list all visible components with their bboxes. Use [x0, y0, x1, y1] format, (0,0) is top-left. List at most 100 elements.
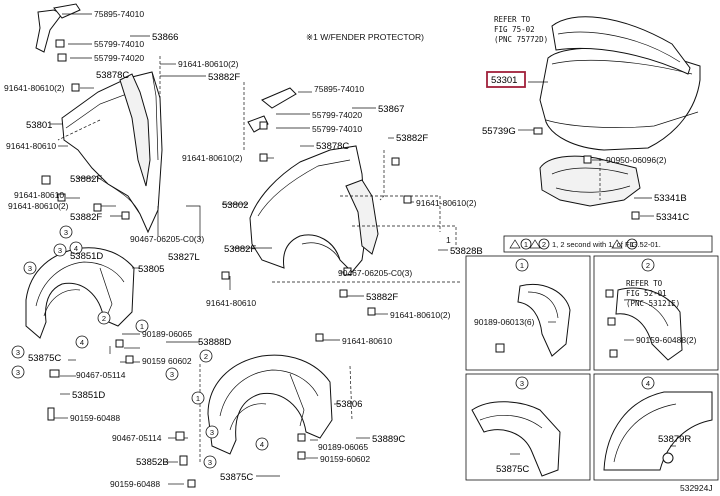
label-53341c[interactable]: 53341C — [656, 212, 689, 223]
label-91641-80610-2-mid[interactable]: 91641-80610(2) — [182, 153, 243, 163]
label-90159-60488-r[interactable]: 90159-60488(2) — [636, 335, 697, 345]
svg-text:2: 2 — [646, 261, 650, 270]
svg-text:3: 3 — [208, 458, 212, 467]
svg-text:4: 4 — [646, 379, 650, 388]
label-53882f-left3[interactable]: 53882F — [70, 212, 102, 223]
label-53828b[interactable]: 53828B — [450, 246, 483, 257]
svg-text:1: 1 — [140, 322, 144, 331]
label-91641-80610-2-b[interactable]: 91641-80610(2) — [4, 83, 65, 93]
label-55739g[interactable]: 55739G — [482, 126, 516, 137]
callout-box-3: 3 — [515, 376, 529, 390]
note-box-text: 1, 2 second with 1, of FIG.52-01. — [552, 240, 661, 249]
label-53882f-mid[interactable]: 53882F — [396, 133, 428, 144]
fasteners — [41, 39, 640, 488]
callout-1-b: 1 — [191, 391, 205, 405]
label-55799-74020-mid[interactable]: 55799-74020 — [312, 110, 362, 120]
label-53879r[interactable]: 53879R — [658, 434, 691, 445]
liner-53828b[interactable] — [345, 179, 379, 255]
label-90159-60488-a[interactable]: 90159-60488 — [70, 413, 120, 423]
label-53878c-left[interactable]: 53878C — [96, 70, 129, 81]
label-53827l[interactable]: 53827L — [168, 252, 200, 263]
label-53882f-mid3[interactable]: 53882F — [366, 292, 398, 303]
detail-box-1 — [465, 255, 591, 371]
label-53866[interactable]: 53866 — [152, 32, 178, 43]
label-91641-80610-l1[interactable]: 91641-80610 — [6, 141, 56, 151]
svg-text:3: 3 — [16, 368, 20, 377]
refer-top-line3: (PNC 75772D) — [494, 35, 548, 44]
callout-box-2: 2 — [641, 258, 655, 272]
svg-text:1: 1 — [196, 394, 200, 403]
label-90189-06013-6[interactable]: 90189-06013(6) — [474, 317, 535, 327]
label-91641-80610-2-l[interactable]: 91641-80610(2) — [8, 201, 69, 211]
label-90467-06205-c3-r[interactable]: 90467-06205-C0(3) — [338, 268, 412, 278]
fender-liner-53806[interactable] — [207, 354, 333, 455]
label-91641-80610-2-r2[interactable]: 91641-80610(2) — [390, 310, 451, 320]
bracket-53866[interactable] — [35, 3, 81, 53]
label-53867[interactable]: 53867 — [378, 104, 404, 115]
part-labels: 75895-74010 55799-74010 55799-74020 5386… — [4, 9, 713, 493]
label-53875c-mid[interactable]: 53875C — [220, 472, 253, 483]
hood-53301[interactable] — [539, 16, 701, 151]
label-55799-74010-top[interactable]: 55799-74010 — [94, 39, 144, 49]
fender-right-53802[interactable] — [249, 145, 367, 273]
bracket-53867[interactable] — [247, 87, 297, 133]
label-53851d[interactable]: 53851D — [72, 390, 105, 401]
label-53805[interactable]: 53805 — [138, 264, 164, 275]
label-53882f-mid2[interactable]: 53882F — [224, 244, 256, 255]
label-75895-74010-mid[interactable]: 75895-74010 — [314, 84, 364, 94]
clip-55739g[interactable] — [533, 127, 543, 135]
label-91641-80610-l2[interactable]: 91641-80610 — [14, 190, 64, 200]
label-90159-60602[interactable]: 90159 60602 — [142, 356, 192, 366]
callout-4-c: 4 — [255, 437, 269, 451]
callout-1-liner: 1 — [135, 319, 149, 333]
refer-b-line1: REFER TO — [626, 279, 663, 288]
liner-53878c-left[interactable] — [119, 73, 151, 187]
label-90467-05114-b[interactable]: 90467-05114 — [112, 433, 162, 443]
label-53888d[interactable]: 53888D — [198, 337, 231, 348]
label-90159-60488-b[interactable]: 90159-60488 — [110, 479, 160, 489]
label-91641-80610-2-a[interactable]: 91641-80610(2) — [178, 59, 239, 69]
label-91641-80610-r[interactable]: 91641-80610 — [342, 336, 392, 346]
svg-text:3: 3 — [28, 264, 32, 273]
callout-3-f: 3 — [165, 367, 179, 381]
label-90467-05114[interactable]: 90467-05114 — [76, 370, 126, 380]
refer-top-line1: REFER TO — [494, 15, 531, 24]
label-53341b[interactable]: 53341B — [654, 193, 687, 204]
label-53882f-left1[interactable]: 53882F — [208, 72, 240, 83]
label-90159-60602-b[interactable]: 90159-60602 — [320, 454, 370, 464]
label-53851d-top[interactable]: 53851D — [70, 251, 103, 262]
refer-b-line3: (PNC 53121E) — [626, 299, 680, 308]
svg-text:4: 4 — [260, 440, 264, 449]
label-53875c-box[interactable]: 53875C — [496, 464, 529, 475]
svg-text:3: 3 — [170, 370, 174, 379]
callout-2-a: 2 — [97, 311, 111, 325]
svg-text:1: 1 — [520, 261, 524, 270]
fender-protector-note: ※1 W/FENDER PROTECTOR) — [306, 32, 424, 42]
label-53878c-mid[interactable]: 53878C — [316, 141, 349, 152]
label-91641-80610-2-r[interactable]: 91641-80610(2) — [416, 198, 477, 208]
label-90189-06065-b[interactable]: 90189-06065 — [318, 442, 368, 452]
callout-3-g: 3 — [205, 425, 219, 439]
label-90950-06096-2[interactable]: 90950-06096(2) — [606, 155, 667, 165]
label-75895-74010-top[interactable]: 75895-74010 — [94, 9, 144, 19]
callout-3-d: 3 — [11, 345, 25, 359]
label-90189-06065[interactable]: 90189-06065 — [142, 329, 192, 339]
label-90467-06205-c3-l[interactable]: 90467-06205-C0(3) — [130, 234, 204, 244]
diagram-id: 532924J — [680, 483, 713, 493]
label-55799-74020-top[interactable]: 55799-74020 — [94, 53, 144, 63]
label-53882f-left2[interactable]: 53882F — [70, 174, 102, 185]
label-53301[interactable]: 53301 — [491, 75, 517, 86]
svg-text:1: 1 — [630, 240, 634, 249]
label-53802[interactable]: 53802 — [222, 200, 248, 211]
label-53801[interactable]: 53801 — [26, 120, 52, 131]
label-53852b[interactable]: 53852B — [136, 457, 169, 468]
label-53806[interactable]: 53806 — [336, 399, 362, 410]
callout-3-h: 3 — [203, 455, 217, 469]
svg-text:4: 4 — [74, 244, 78, 253]
label-53889c[interactable]: 53889C — [372, 434, 405, 445]
label-55799-74010-mid[interactable]: 55799-74010 — [312, 124, 362, 134]
callout-3-e: 3 — [11, 365, 25, 379]
label-53875c-left[interactable]: 53875C — [28, 353, 61, 364]
label-91641-80610-mid[interactable]: 91641-80610 — [206, 298, 256, 308]
